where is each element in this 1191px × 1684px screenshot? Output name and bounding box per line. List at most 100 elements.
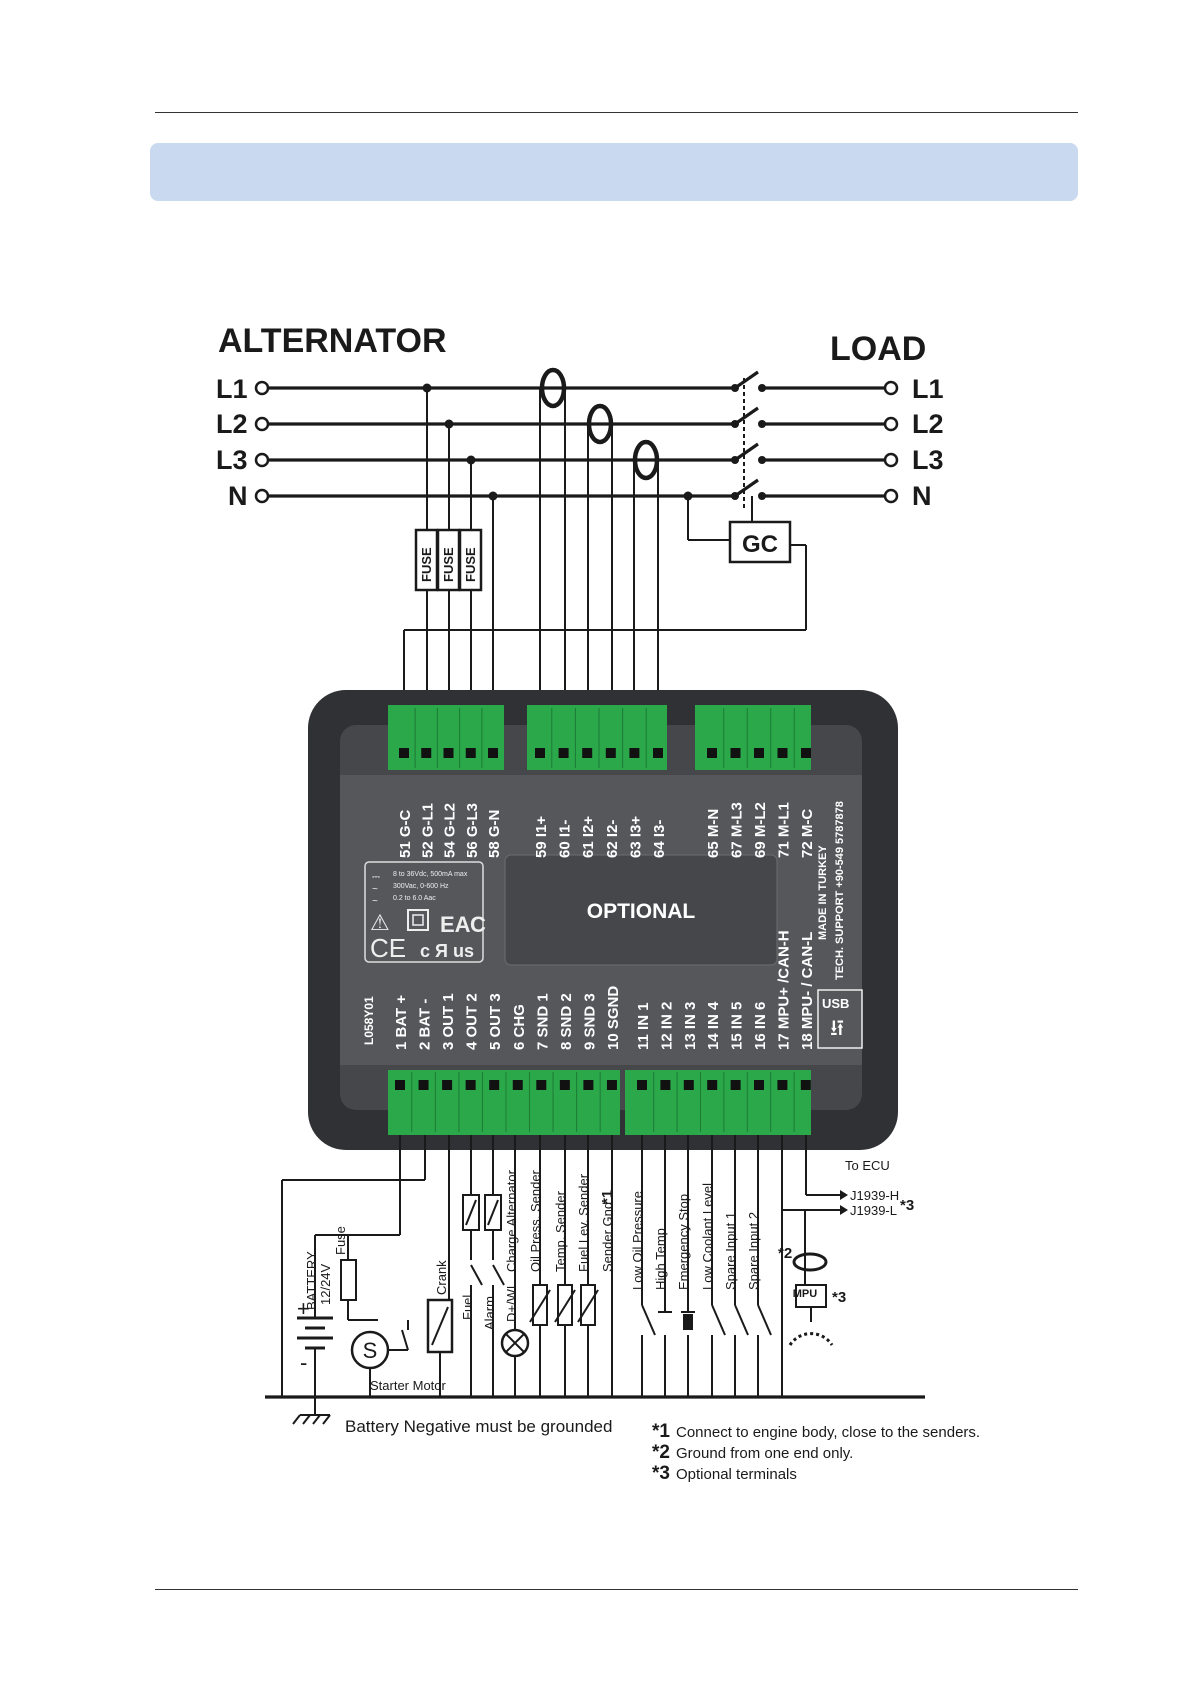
terminal-label-18: 18 MPU- / CAN-L [799,932,816,1050]
terminal-label-1: 1 BAT + [393,995,410,1050]
current-sensing-wires [539,388,659,715]
ecu-star: *3 [900,1197,914,1214]
terminal-screw-8[interactable] [559,1080,570,1090]
sender-gnd-label: Sender Gnd [600,1202,615,1272]
terminal-label-69: 69 M-L2 [752,802,769,858]
fuse-l1: FUSE [414,528,439,592]
terminal-screw-51[interactable] [399,748,409,758]
phase-label-l1-right: L1 [912,374,944,404]
phase-label-l2-left: L2 [216,409,248,439]
terminal-screw-15[interactable] [730,1080,741,1090]
terminal-screw-59[interactable] [535,748,545,758]
terminal-screw-58[interactable] [488,748,498,758]
high-temp-label: High Temp [653,1228,668,1290]
fuse-label-2: FUSE [441,547,456,582]
note-2-text: Ground from one end only. [676,1445,853,1462]
ce-mark-icon: CE [370,933,406,963]
terminal-label-2: 2 BAT - [417,999,434,1050]
mpu-label: MPU [793,1288,818,1300]
terminal-label-4: 4 OUT 2 [464,993,481,1050]
engine-side-wiring: S [265,1135,925,1425]
terminal-screw-71[interactable] [777,748,788,758]
terminal-label-63: 63 I3+ [627,816,644,858]
terminal-label-51: 51 G-C [397,809,414,858]
terminal-screw-72[interactable] [801,748,811,758]
terminal-screw-67[interactable] [730,748,741,758]
phase-label-l3-left: L3 [216,445,248,475]
terminal-label-54: 54 G-L2 [442,803,459,858]
terminal-screw-62[interactable] [605,748,616,758]
terminal-screw-3[interactable] [442,1080,453,1090]
terminal-screw-64[interactable] [653,748,663,758]
terminal-label-67: 67 M-L3 [729,802,746,858]
sender-gnd-star: *1 [599,1190,616,1204]
phase-label-l2-right: L2 [912,409,944,439]
terminal-label-52: 52 G-L1 [419,803,436,858]
charge-alternator-label: Charge Alternator [504,1169,519,1272]
terminal-screw-52[interactable] [421,748,432,758]
controller-module: OPTIONAL 8 to 36Vdc, 500mA max 300Vac, 0… [308,690,898,1150]
terminal-label-65: 65 M-N [705,809,722,858]
terminal-label-9: 9 SND 3 [581,993,598,1050]
gc-label: GC [742,531,778,558]
terminal-screw-9[interactable] [583,1080,594,1090]
optional-label: OPTIONAL [587,900,696,923]
fuse-l2: FUSE [436,528,461,592]
terminal-screw-56[interactable] [465,748,476,758]
terminal-screw-63[interactable] [629,748,640,758]
j1939-h-label: J1939-H [850,1188,899,1203]
fuse-label-3: FUSE [463,547,478,582]
terminal-screw-5[interactable] [489,1080,500,1090]
ul-mark-icon: c Я us [420,941,474,961]
dwl-label: D+/WL [504,1282,519,1322]
terminal-screw-60[interactable] [558,748,569,758]
terminal-label-14: 14 IN 4 [705,1001,722,1050]
alternator-bus [254,370,899,510]
terminal-label-5: 5 OUT 3 [487,993,504,1050]
terminal-label-10: 10 SGND [605,986,622,1050]
terminal-screw-2[interactable] [418,1080,429,1090]
fuse-label-1: FUSE [419,547,434,582]
model-code: L058Y01 [362,996,376,1045]
terminal-screw-54[interactable] [443,748,454,758]
terminal-screw-1[interactable] [395,1080,405,1090]
terminal-screw-4[interactable] [465,1080,476,1090]
terminal-screw-65[interactable] [707,748,717,758]
terminal-screw-16[interactable] [754,1080,764,1090]
shield-star: *2 [778,1245,792,1262]
made-in-label: MADE IN TURKEY [817,845,829,940]
oil-press-sender-label: Oil Press. Sender [528,1169,543,1272]
terminal-screw-6[interactable] [512,1080,523,1090]
terminal-screw-17[interactable] [777,1080,788,1090]
footer-rule [155,1589,1078,1590]
terminal-screw-18[interactable] [800,1080,811,1090]
footnotes: *1 Connect to engine body, close to the … [652,1421,980,1484]
top-terminal-block-mid [527,705,667,770]
terminal-label-72: 72 M-C [799,809,816,858]
starter-symbol: S [363,1338,378,1363]
terminal-label-15: 15 IN 5 [729,1002,746,1050]
terminal-screw-69[interactable] [754,748,764,758]
eac-mark-icon: ЕАС [440,912,486,937]
alarm-label: Alarm [482,1296,497,1330]
terminal-screw-11[interactable] [637,1080,647,1090]
terminal-screw-10[interactable] [606,1080,617,1090]
terminal-label-11: 11 IN 1 [635,1002,652,1050]
bottom-terminal-block-left [388,1070,620,1135]
top-terminal-block-right [695,705,811,770]
terminal-label-59: 59 I1+ [533,816,550,858]
terminal-screw-14[interactable] [707,1080,718,1090]
low-coolant-level-label: Low Coolant Level [700,1183,715,1290]
ac-current-symbol-icon: ~ [372,896,378,907]
terminal-screw-12[interactable] [660,1080,671,1090]
ground-note: Battery Negative must be grounded [345,1417,612,1436]
usb-port[interactable] [817,989,863,1049]
terminal-screw-7[interactable] [536,1080,547,1090]
terminal-label-7: 7 SND 1 [534,993,551,1050]
spare-input-1-label: Spare Input 1 [723,1212,738,1290]
phase-label-n-right: N [912,481,932,511]
fuse-small-label: Fuse [333,1226,348,1255]
generator-contactor: GC [683,491,792,564]
terminal-screw-13[interactable] [683,1080,694,1090]
terminal-screw-61[interactable] [582,748,593,758]
